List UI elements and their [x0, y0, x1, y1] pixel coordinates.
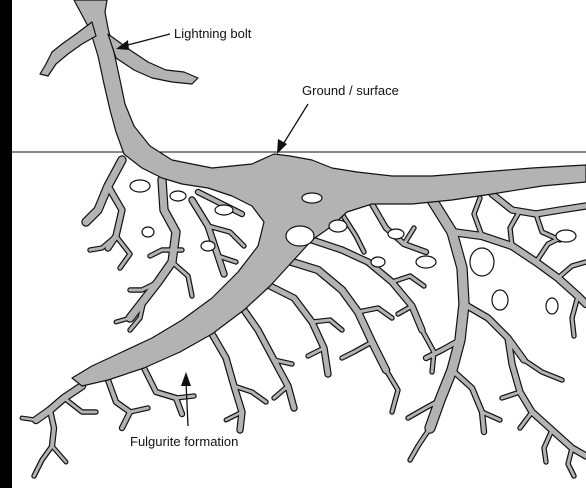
fulgurite-branch	[36, 386, 82, 420]
fulgurite-branch	[312, 240, 422, 330]
fulgurite-branch	[108, 380, 130, 428]
lightning-bolt-arm-right	[108, 34, 198, 84]
lightning-bolt-channel	[72, 0, 586, 386]
fulgurite-void	[329, 220, 347, 232]
fulgurite-branch	[34, 446, 52, 476]
fulgurite-branch	[130, 408, 148, 412]
lightning-bolt-label: Lightning bolt	[174, 26, 252, 41]
fulgurite-void	[388, 229, 404, 239]
fulgurite-formation-arrowhead	[181, 372, 191, 386]
fulgurite-branch	[410, 428, 430, 460]
fulgurite-branch	[372, 204, 426, 252]
fulgurite-branch	[86, 160, 122, 222]
fulgurite-branch	[342, 214, 364, 252]
fulgurite-branch	[452, 370, 484, 432]
fulgurite-void	[492, 290, 508, 310]
fulgurite-void	[302, 193, 322, 203]
fulgurite-void	[130, 180, 150, 192]
fulgurite-void	[142, 227, 154, 237]
fulgurite-void	[170, 191, 186, 201]
fulgurite-void	[286, 226, 314, 246]
fulgurite-formation-pointer	[186, 382, 188, 426]
fulgurite-void	[416, 256, 436, 268]
fulgurite-branch	[404, 228, 414, 244]
lightning-bolt-arm-left	[40, 22, 96, 76]
ground-surface-label: Ground / surface	[302, 83, 399, 98]
diagram-canvas: Lightning bolt Ground / surface Fulgurit…	[12, 0, 586, 488]
fulgurite-void	[201, 241, 215, 251]
fulgurite-formation-label: Fulgurite formation	[130, 434, 238, 449]
fulgurite-void	[371, 257, 385, 267]
fulgurite-void	[470, 248, 494, 276]
fulgurite-branch	[176, 396, 194, 398]
fulgurite-diagram: Lightning bolt Ground / surface Fulgurit…	[12, 0, 586, 488]
fulgurite-branch	[52, 446, 66, 462]
fulgurite-void	[215, 205, 233, 215]
fulgurite-void	[556, 230, 576, 242]
fulgurite-branch	[520, 412, 532, 428]
lightning-bolt-pointer	[124, 34, 170, 46]
fulgurite-branch	[342, 342, 372, 358]
fulgurite-branch	[312, 240, 422, 330]
fulgurite-void	[546, 298, 558, 314]
fulgurite-branch	[372, 204, 426, 252]
ground-surface-pointer	[282, 104, 308, 146]
